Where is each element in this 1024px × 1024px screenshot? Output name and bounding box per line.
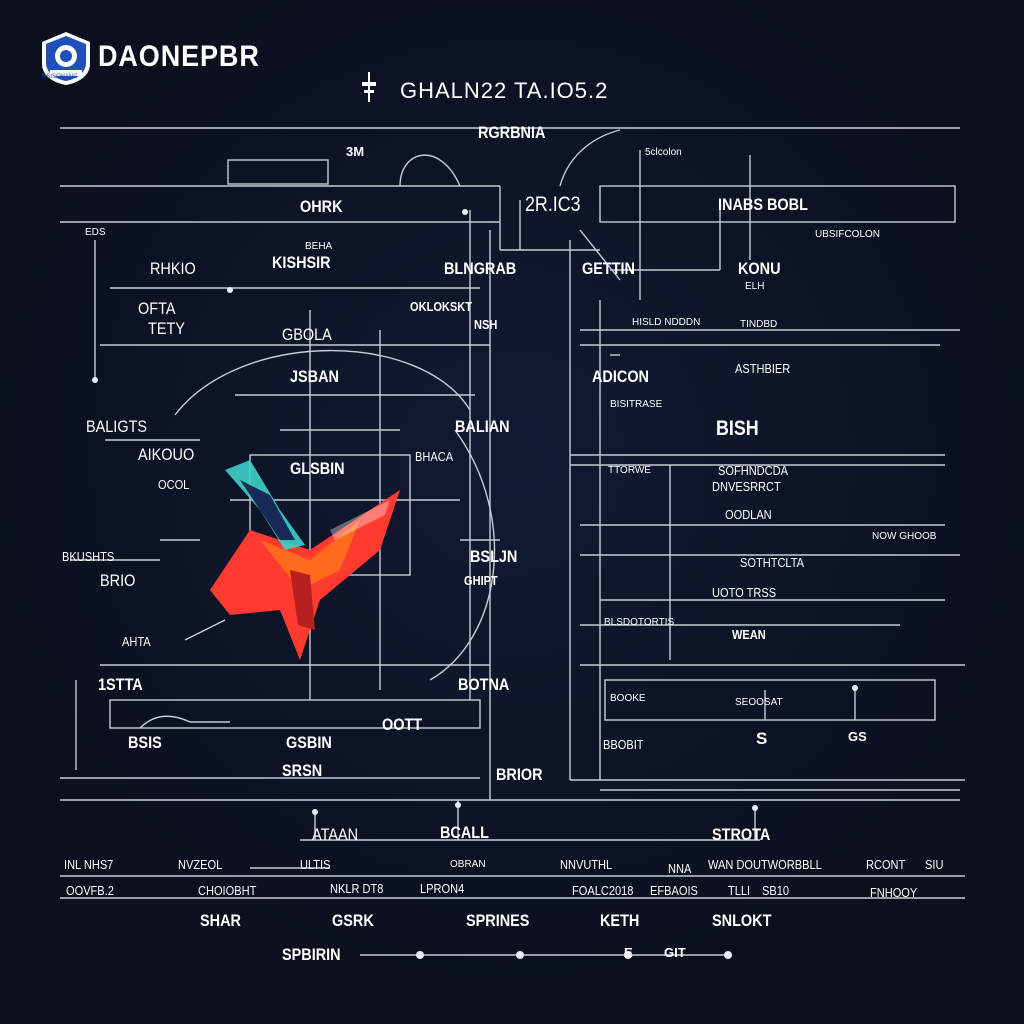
footer-label-3: SPRINES [466, 911, 530, 930]
logo-caption: RSISOHANC [42, 74, 78, 80]
subject-illustration [210, 460, 400, 660]
row1-cell-i: SIU [925, 857, 944, 872]
label-center-24: BSIS [128, 733, 162, 752]
label-center-6: NSH [474, 317, 498, 332]
footer-label-1: SHAR [200, 911, 241, 930]
logo-badge [42, 32, 90, 85]
label-right-6: SOFHNDCDA [718, 463, 788, 478]
label-center-25: GSBIN [286, 733, 332, 752]
row2-cell-h: SB10 [762, 883, 790, 898]
label-box-left: OHRK [300, 197, 343, 216]
row2-cell-d: LPRON4 [420, 881, 465, 896]
row1-cell-a: INL NHS7 [64, 857, 114, 872]
row2-cell-f: EFBAOIS [650, 883, 698, 898]
label-right-8: OODLAN [725, 507, 772, 522]
row2-cell-g: TLLI [728, 883, 751, 898]
label-right-13: WEAN [732, 627, 766, 642]
label-center-11: BALIAN [455, 417, 510, 436]
footer-label-7: E [624, 945, 633, 960]
label-box-center: 2R.IC3 [525, 193, 581, 216]
label-center-10: BALIGTS [86, 417, 148, 436]
label-left-2: KISHSIR [272, 253, 331, 272]
label-left-1: RHKIO [150, 259, 196, 278]
label-right-18: NOW GHOOB [872, 531, 937, 542]
label-right-5: BISITRASE [610, 399, 663, 410]
label-right-9: TTORWE [608, 465, 651, 476]
label-right-small-1: UBSIFCOLON [815, 229, 881, 240]
row1-cell-g: WAN DOUTWORBBLL [708, 857, 822, 872]
label-right-17: GS [848, 729, 867, 744]
label-center-2: GETTIN [582, 259, 635, 278]
label-left-tiny-1: EDS [85, 227, 106, 238]
label-bottom-1: ATAAN [312, 825, 359, 844]
label-center-27: BRIOR [496, 765, 543, 784]
row1-cell-h: RCONT [866, 857, 906, 872]
footer-label-5: SNLOKT [712, 911, 772, 930]
label-right-4: BISH [716, 417, 759, 440]
label-center-5: OKLOKSKT [410, 299, 473, 314]
row1-cell-f: NNA [668, 861, 692, 876]
label-left-5: TETY [148, 319, 185, 338]
row1-cell-b: NVZEOL [178, 857, 223, 872]
footer-label-8: GIT [664, 945, 686, 960]
label-center-4: ELH [745, 281, 765, 292]
label-center-1: BLNGRAB [444, 259, 517, 278]
label-center-12: AIKOUO [138, 445, 195, 464]
row2-cell-c: NKLR DT8 [330, 881, 384, 896]
footer-label-4: KETH [600, 911, 640, 930]
label-right-2: TINDBD [740, 319, 778, 330]
label-bottom-3: STROTA [712, 825, 771, 844]
label-center-19: GHIPT [464, 573, 498, 588]
label-center-7: GBOLA [282, 325, 332, 344]
label-center-15: OCOL [158, 477, 190, 492]
label-center-23: OOTT [382, 715, 423, 734]
label-center-17: BSLJN [470, 547, 518, 566]
row2-cell-a: OOVFB.2 [66, 883, 114, 898]
row2-cell-i: FNHOOY [870, 885, 918, 900]
label-center-13: BHACA [415, 449, 454, 464]
pin-icon [362, 72, 376, 102]
label-right-16: S [756, 729, 768, 748]
label-bottom-2: BCALL [440, 823, 489, 842]
label-right-7: DNVESRRCT [712, 479, 781, 494]
gear-icon [60, 50, 72, 62]
label-center-14: GLSBIN [290, 459, 345, 478]
label-box-right: INABS BOBL [718, 195, 808, 214]
label-center-26: SRSN [282, 761, 323, 780]
label-right-3: ASTHBIER [735, 361, 791, 376]
brand-name: DAONEPBR [98, 40, 260, 73]
footer-label-6: SPBIRIN [282, 945, 341, 964]
label-right-19: SEOOSAT [735, 697, 783, 708]
row2-cell-e: FOALC2018 [572, 883, 634, 898]
row2-cell-b: CHOIOBHT [198, 883, 257, 898]
label-left-3: BEHA [305, 241, 333, 252]
footer-label-2: GSRK [332, 911, 374, 930]
row1-cell-e: NNVUTHL [560, 857, 613, 872]
label-right-10: SOTHTCLTA [740, 555, 805, 570]
label-center-18: BRIO [100, 571, 136, 590]
page-title: GHALN22 TA.IO5.2 [400, 78, 609, 103]
label-center-22: BOTNA [458, 675, 510, 694]
label-center-20: AHTA [122, 634, 151, 649]
row1-cell-c: ULTIS [300, 857, 331, 872]
label-center-3: KONU [738, 259, 781, 278]
label-center-9: ADICON [592, 367, 650, 386]
label-center-8: JSBAN [290, 367, 339, 386]
label-right-14: BOOKE [610, 693, 646, 704]
label-right-1: HISLD NDDDN [632, 317, 701, 328]
label-right-11: UOTO TRSS [712, 585, 777, 600]
label-top-small-1: 3M [346, 144, 365, 159]
label-center-16: BKUSHTS [62, 549, 115, 564]
label-center-21: 1STTA [98, 675, 143, 694]
row1-cell-d: OBRAN [450, 859, 486, 870]
label-right-12: BLSDOTORTIS [604, 617, 675, 628]
label-top-center: RGRBNIA [478, 123, 546, 142]
label-top-small-2: 5clcolon [645, 147, 682, 158]
label-left-4: OFTA [138, 299, 176, 318]
label-right-15: BBOBIT [603, 737, 644, 752]
